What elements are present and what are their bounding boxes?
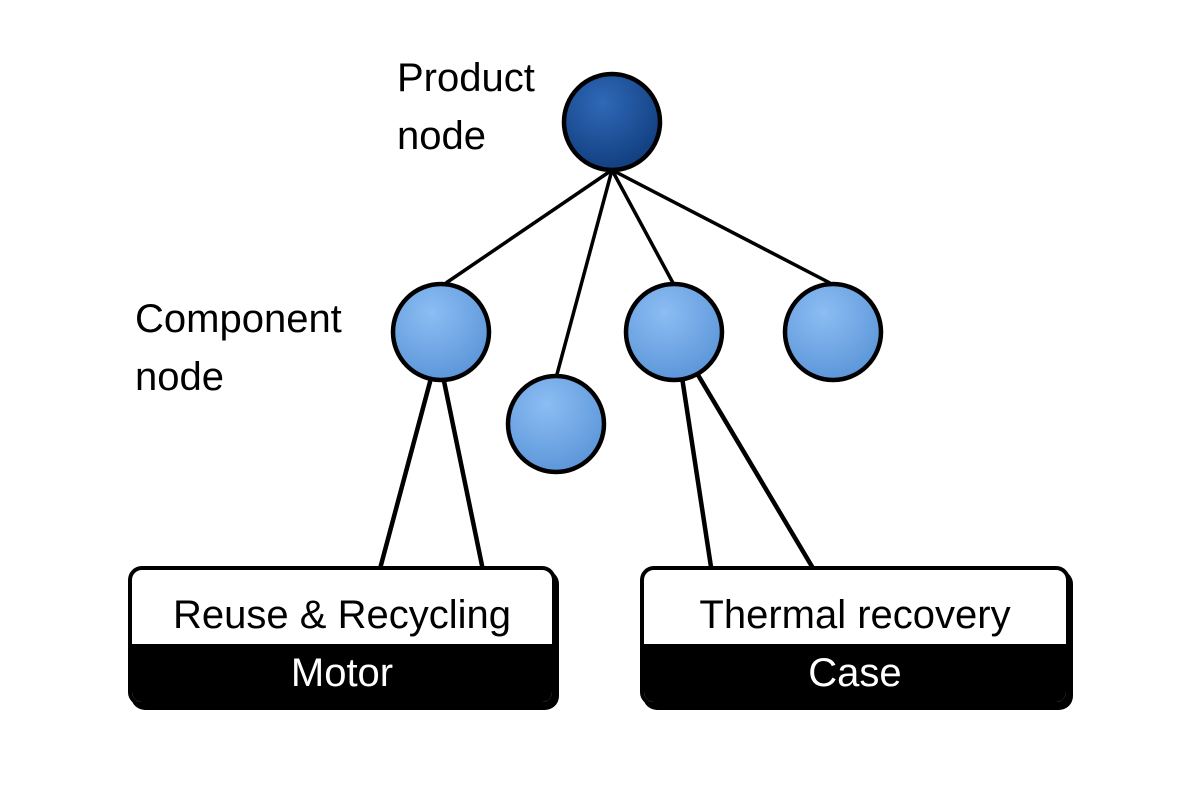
callout-case: Thermal recovery Case [640,566,1070,706]
product-node-label-line2: node [397,114,486,158]
callout-motor-component: Motor [132,644,552,702]
callout-case-component: Case [644,644,1066,702]
edge-product-to-component-3 [610,169,675,284]
component-node-motor [390,281,492,383]
callout-motor: Reuse & Recycling Motor [128,566,556,706]
pointer-motor [374,351,488,583]
component-node-label-line1: Component [135,297,342,341]
edge-product-to-component-1 [445,168,613,285]
component-node-label-line2: node [135,355,224,399]
callout-motor-title: Reuse & Recycling [173,593,511,637]
component-node-4 [782,281,884,383]
component-node-case [623,281,725,383]
component-node-2 [505,373,607,475]
edge-product-to-component-2 [554,169,614,379]
product-node [561,71,663,173]
product-node-label-line1: Product [397,56,535,100]
callout-case-title: Thermal recovery [699,593,1011,637]
product-node-label: Product node [397,49,535,165]
tree-nodes [390,71,884,475]
edge-product-to-component-4 [611,168,831,285]
tree-edges [445,168,831,379]
component-node-label: Component node [135,290,342,406]
